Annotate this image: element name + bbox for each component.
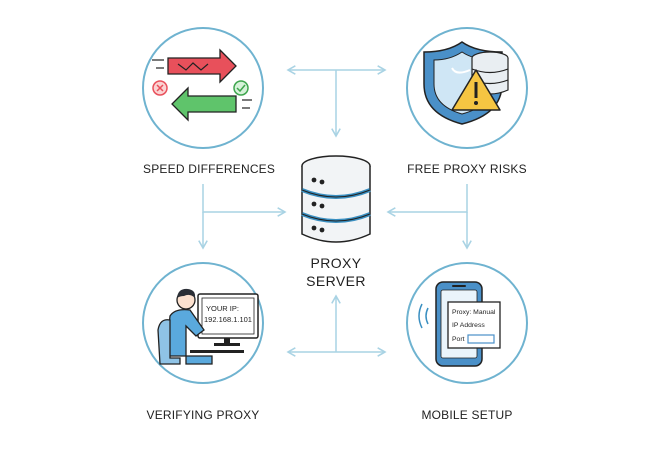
right-upper-connector (386, 184, 468, 217)
phone-port-field (467, 334, 495, 344)
screen-ip-label: YOUR IP: (206, 304, 239, 313)
mobile-setup-label: MOBILE SETUP (421, 408, 513, 422)
proxy-server-label-line2: SERVER (306, 273, 366, 289)
phone-port-label: Port (452, 336, 465, 343)
phone-proxy-mode: Proxy: Manual (452, 309, 496, 316)
verifying-proxy-label: VERIFYING PROXY (146, 408, 260, 422)
free-proxy-risks-label: FREE PROXY RISKS (407, 162, 527, 176)
mobile-settings-icon: Proxy: Manual IP Address Port (418, 281, 501, 367)
screen-ip-value: 192.168.1.101 (204, 315, 252, 324)
server-database-icon (301, 155, 371, 243)
phone-ip-address-label: IP Address (452, 322, 485, 329)
speed-differences-label: SPEED DIFFERENCES (143, 162, 276, 176)
person-computer-icon: YOUR IP: 192.168.1.101 (157, 288, 259, 365)
left-upper-connector (202, 184, 287, 217)
proxy-server-label-line1: PROXY (310, 255, 362, 271)
shield-warning-icon (423, 41, 509, 125)
speed-arrows-icon (152, 48, 252, 122)
proxy-server-label: PROXY SERVER (296, 254, 376, 290)
connectors (198, 65, 472, 357)
